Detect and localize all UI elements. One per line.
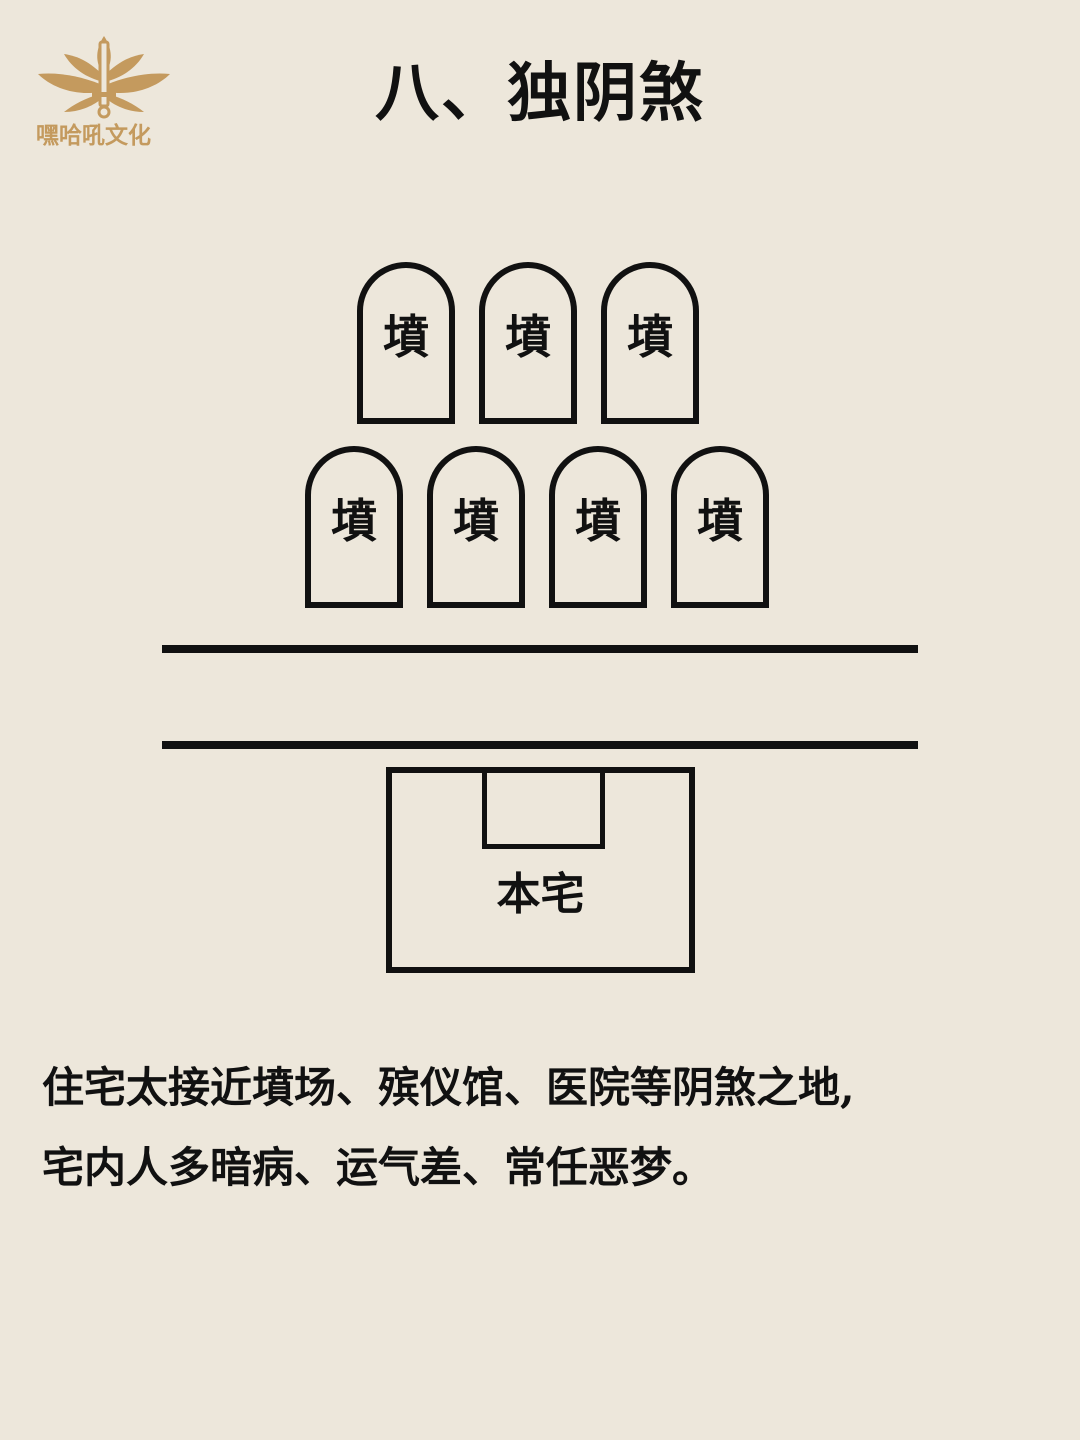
house-label: 本宅 (496, 869, 585, 920)
tomb-marker: 墳 (479, 262, 577, 424)
brand-logo: 嘿哈吼文化 (34, 32, 174, 149)
tomb-marker: 墳 (427, 446, 525, 608)
tomb-label: 墳 (331, 494, 377, 548)
brand-logo-text: 嘿哈吼文化 (36, 123, 151, 149)
house-outline: 本宅 (386, 767, 695, 973)
lotus-sword-logo-icon (38, 36, 170, 119)
tomb-label: 墳 (697, 494, 743, 548)
tomb-marker: 墳 (601, 262, 699, 424)
page-title: 八、独阴煞 (375, 56, 705, 131)
tomb-marker: 墳 (357, 262, 455, 424)
tomb-marker: 墳 (549, 446, 647, 608)
tomb-label: 墳 (575, 494, 621, 548)
description-line: 住宅太接近墳场、殡仪馆、医院等阴煞之地, (42, 1063, 855, 1112)
tomb-label: 墳 (453, 494, 499, 548)
road-line-lower (162, 741, 918, 749)
tomb-marker: 墳 (671, 446, 769, 608)
road-line-upper (162, 645, 918, 653)
house-door (482, 773, 605, 849)
tomb-label: 墳 (383, 310, 429, 364)
tomb-label: 墳 (505, 310, 551, 364)
tomb-marker: 墳 (305, 446, 403, 608)
description-line: 宅内人多暗病、运气差、常任恶梦。 (42, 1143, 715, 1192)
tomb-label: 墳 (627, 310, 673, 364)
description-text: 住宅太接近墳场、殡仪馆、医院等阴煞之地, 宅内人多暗病、运气差、常任恶梦。 (42, 1048, 1052, 1208)
